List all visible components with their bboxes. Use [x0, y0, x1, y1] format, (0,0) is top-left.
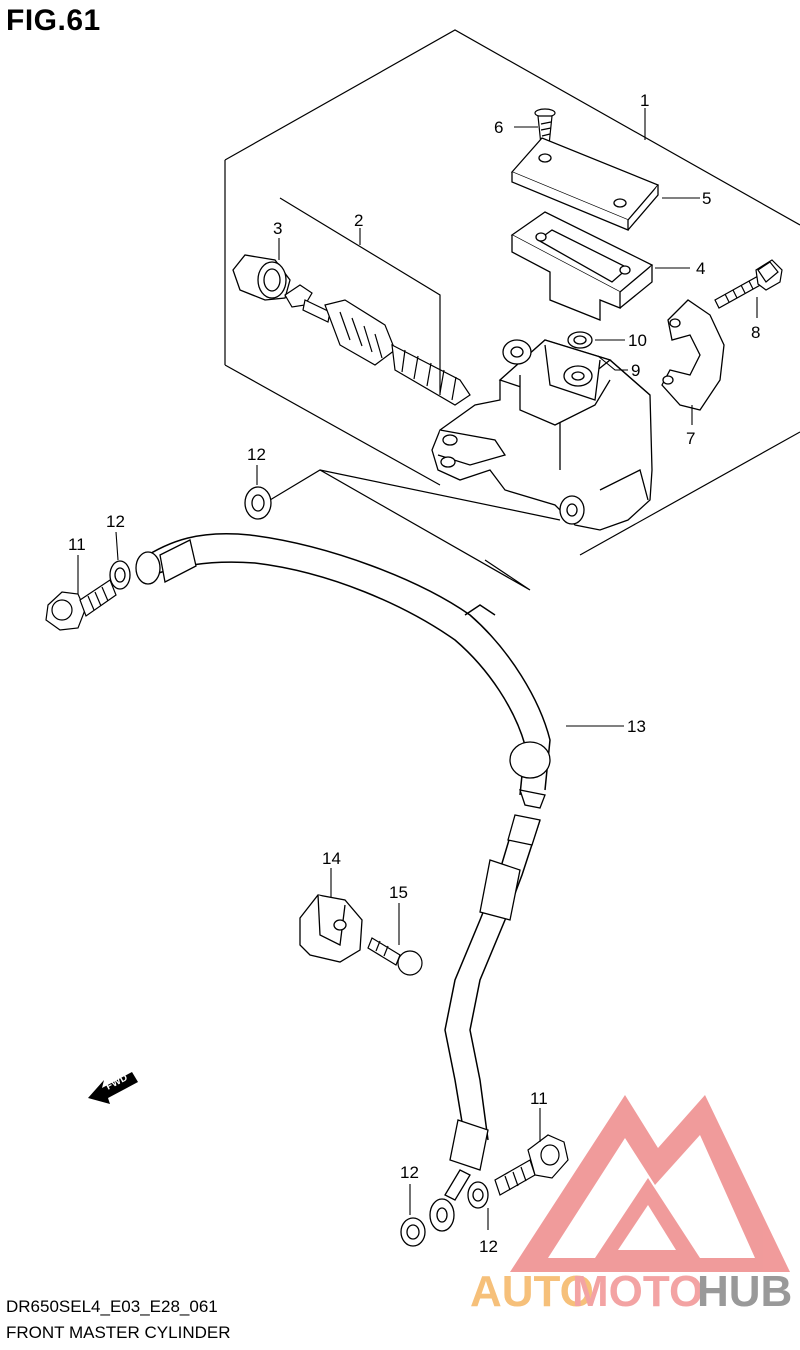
part-7-clamp	[661, 299, 725, 411]
callout-11-bottom: 11	[530, 1089, 548, 1108]
callout-15: 15	[389, 883, 408, 902]
part-12-washers	[109, 486, 489, 1247]
part-11-bolt-bottom	[494, 1134, 569, 1196]
fwd-arrow-icon: FWD	[88, 1072, 138, 1104]
callout-9: 9	[631, 361, 640, 380]
callout-13: 13	[627, 717, 646, 736]
callout-11-top: 11	[68, 535, 86, 554]
figure-title: FIG.61	[6, 4, 101, 37]
watermark-logo	[510, 1095, 790, 1272]
leader-lines	[77, 108, 758, 1230]
watermark-text: AUTO MOTO HUB	[470, 1267, 792, 1316]
part-2-piston	[284, 284, 471, 406]
figure-name: FRONT MASTER CYLINDER	[6, 1323, 231, 1342]
figure-code: DR650SEL4_E03_E28_061	[6, 1297, 218, 1316]
hose-fittings	[135, 539, 551, 1232]
callout-7: 7	[686, 429, 695, 448]
callout-2: 2	[354, 211, 363, 230]
part-14-clamp	[299, 894, 363, 963]
part-11-bolt-top	[45, 579, 117, 631]
watermark-part2: MOTO	[572, 1267, 703, 1316]
watermark-part1: AUTO	[470, 1267, 594, 1316]
part-13-hose	[139, 532, 551, 1141]
callout-14: 14	[322, 849, 341, 868]
callout-6: 6	[494, 118, 503, 137]
callout-1: 1	[640, 91, 649, 110]
watermark-part3: HUB	[697, 1267, 792, 1316]
callout-5: 5	[702, 189, 711, 208]
callout-4: 4	[696, 259, 705, 278]
master-cylinder-body	[431, 331, 653, 531]
assembly-box	[224, 29, 800, 591]
callout-12-top: 12	[247, 445, 266, 464]
callout-12-bottom-right: 12	[479, 1237, 498, 1256]
part-4-diaphragm	[510, 211, 654, 321]
callout-labels: 1 2 3 4 5 6 7 8 9 10 11 11 12 12 12 12 1…	[68, 91, 760, 1256]
callout-10: 10	[628, 331, 647, 350]
part-5-cap	[510, 137, 660, 231]
callout-12-bottom-left: 12	[400, 1163, 419, 1182]
callout-8: 8	[751, 323, 760, 342]
callout-2-bracket	[279, 197, 441, 395]
callout-3: 3	[273, 219, 282, 238]
callout-12-left: 12	[106, 512, 125, 531]
part-15-screw	[367, 937, 423, 976]
part-3-boot	[232, 254, 291, 301]
part-8-bolt	[714, 259, 783, 309]
